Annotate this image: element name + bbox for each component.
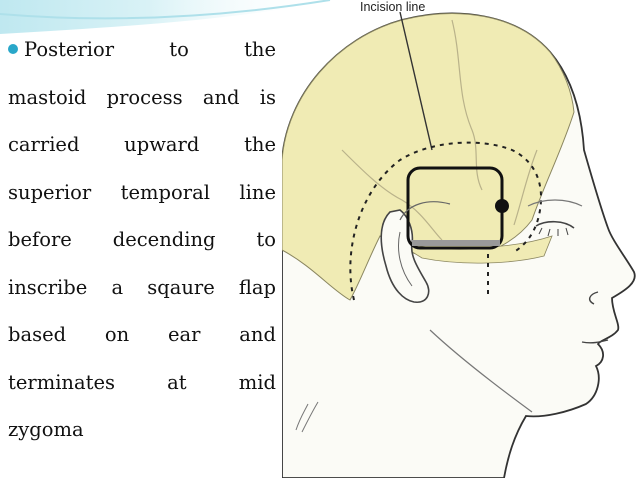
decorative-top-band <box>0 0 331 34</box>
word: before <box>8 228 72 251</box>
suture-line <box>451 19 483 191</box>
temporal-arc <box>399 201 451 221</box>
text-line: zygoma <box>8 414 276 462</box>
word: sqaure <box>147 275 215 299</box>
word: a <box>111 275 124 299</box>
word: process <box>106 85 183 109</box>
word: mid <box>238 370 276 394</box>
text-line: superior temporal line <box>8 177 276 225</box>
ear-inner <box>398 231 413 287</box>
suture-line <box>513 149 538 226</box>
mouth <box>581 339 609 344</box>
word: inscribe <box>8 275 88 299</box>
word: decending <box>112 228 216 251</box>
head-incision-illustration <box>282 11 636 478</box>
text-line: terminates at mid <box>8 367 276 415</box>
text-line: Posterior to the <box>8 34 276 82</box>
eye <box>535 220 575 229</box>
word: zygoma <box>8 418 84 441</box>
artist-signature <box>295 401 319 433</box>
word: superior <box>8 180 92 204</box>
word: to <box>256 228 276 251</box>
word: on <box>104 323 130 346</box>
incision-pointer-line <box>399 11 433 151</box>
word: temporal <box>120 180 210 204</box>
eyelash <box>538 227 569 237</box>
line-start: Posterior <box>8 34 114 82</box>
word: and <box>202 85 240 109</box>
word: terminates <box>8 370 115 394</box>
word: line <box>239 180 276 204</box>
suture-line <box>341 149 443 241</box>
word: based <box>8 323 67 346</box>
word: at <box>167 370 187 394</box>
word: is <box>259 85 276 109</box>
ear <box>380 209 430 303</box>
nostril <box>588 291 599 305</box>
eyebrow <box>527 199 583 207</box>
burr-hole-dot <box>495 199 509 213</box>
text-line: before decending to <box>8 224 276 272</box>
incision-line-label: Incision line <box>360 0 426 14</box>
word: Posterior <box>24 38 115 61</box>
flap-base-shading <box>412 240 500 246</box>
word: flap <box>238 275 276 299</box>
jaw-line <box>429 329 533 413</box>
text-line: based on ear and <box>8 319 276 367</box>
word: the <box>244 38 276 61</box>
word: to <box>169 38 189 61</box>
word: carried <box>8 133 80 156</box>
bullet-dot-icon <box>8 43 18 54</box>
text-line: carried upward the <box>8 129 276 177</box>
word: mastoid <box>8 85 87 109</box>
text-line: mastoid process and is <box>8 82 276 130</box>
word: ear <box>168 323 201 346</box>
word: the <box>244 133 276 156</box>
bullet-text-block: Posterior to the mastoid process and is … <box>8 34 276 462</box>
word: and <box>239 323 276 346</box>
word: upward <box>124 133 200 156</box>
text-line: inscribe a sqaure flap <box>8 272 276 320</box>
